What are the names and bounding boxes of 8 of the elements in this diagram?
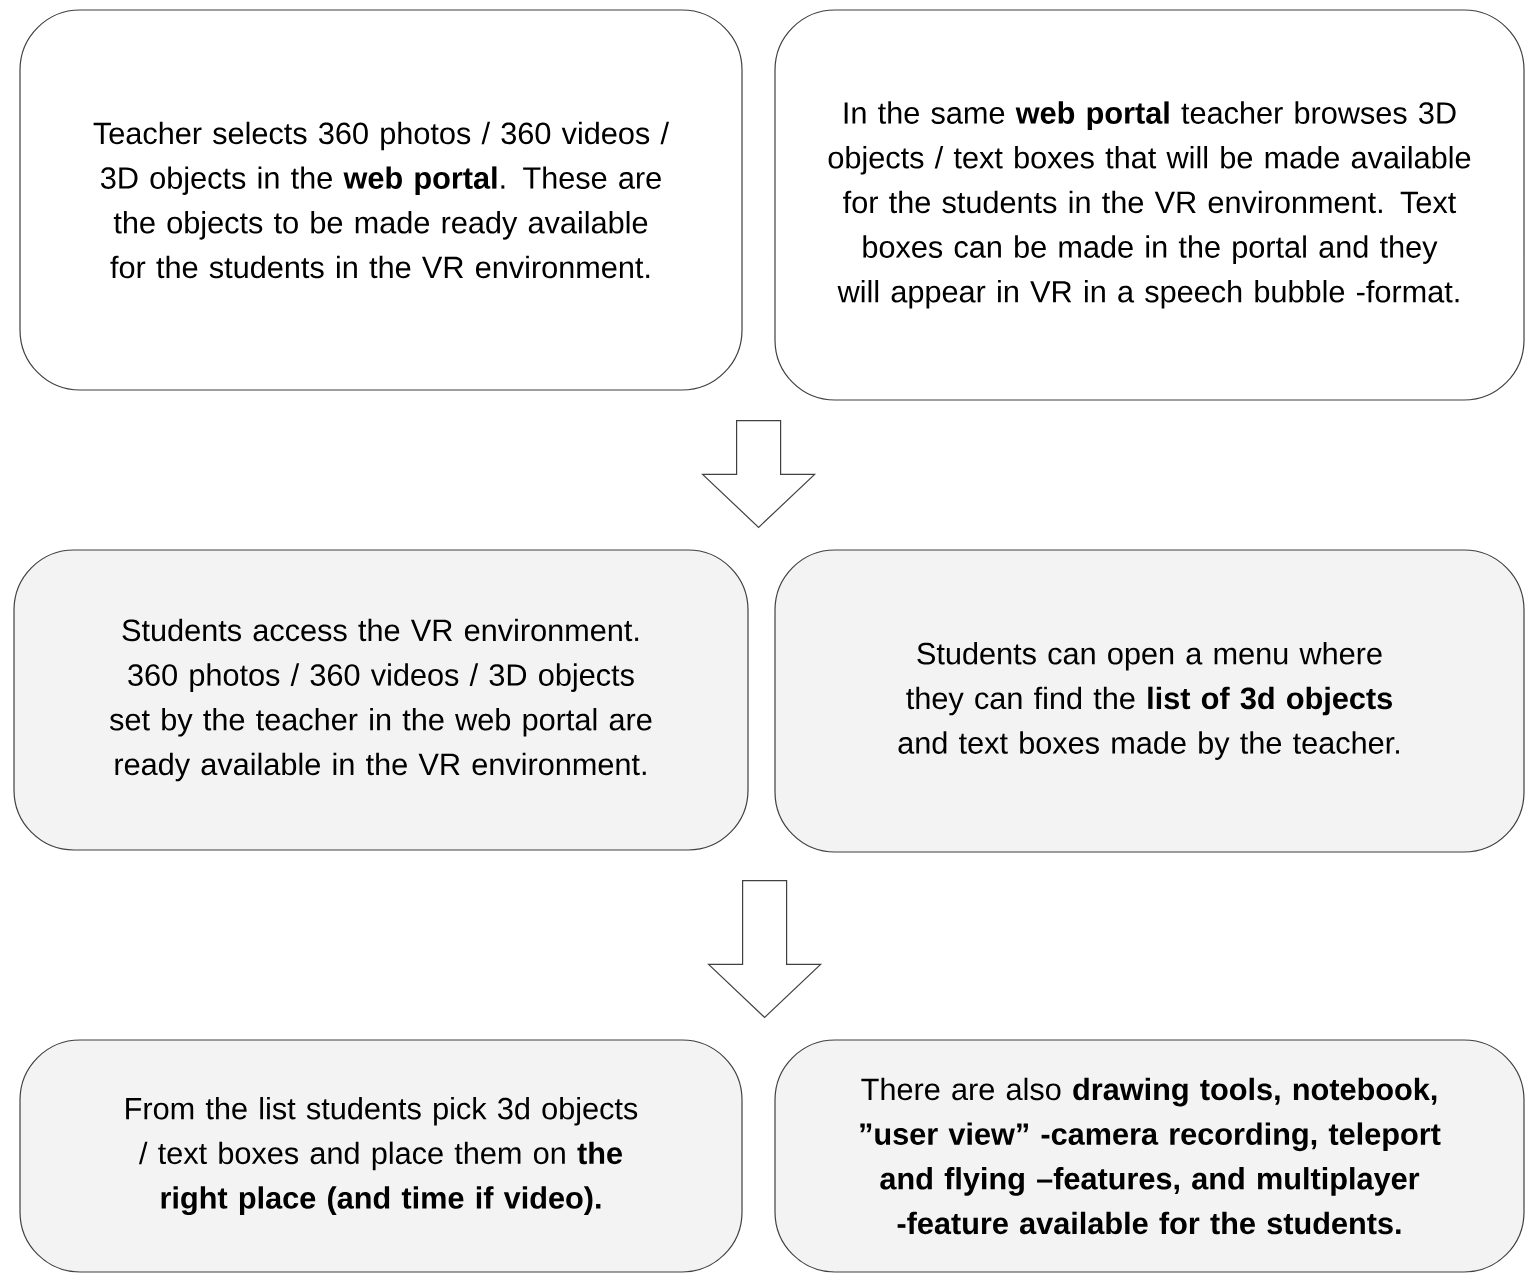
process-box: In the same web portal teacher browses 3D objects / text boxes that will be made available for the students in the VR environment. Text boxes can be made in the portal and they will appear in VR in a speech bubble -format.: [774, 9, 1525, 401]
block-arrow: [701, 420, 817, 529]
process-box: From the list students pick 3d objects / text boxes and place them on the right place (and time if video).: [19, 1039, 743, 1273]
process-box: Teacher selects 360 photos / 360 videos / 3D objects in the web portal. These are the objects to be made ready available for the students in the VR environment.: [19, 9, 743, 391]
block-arrow: [707, 880, 823, 1019]
process-box: There are also drawing tools, notebook, ”user view” -camera recording, teleport and flying –features, and multiplayer -feature available for the students.: [774, 1039, 1525, 1273]
process-box: Students can open a menu where they can find the list of 3d objects and text boxes made by the teacher.: [774, 549, 1525, 853]
process-box: Students access the VR environment. 360 photos / 360 videos / 3D objects set by the teacher in the web portal are ready available in the VR environment.: [13, 549, 749, 851]
